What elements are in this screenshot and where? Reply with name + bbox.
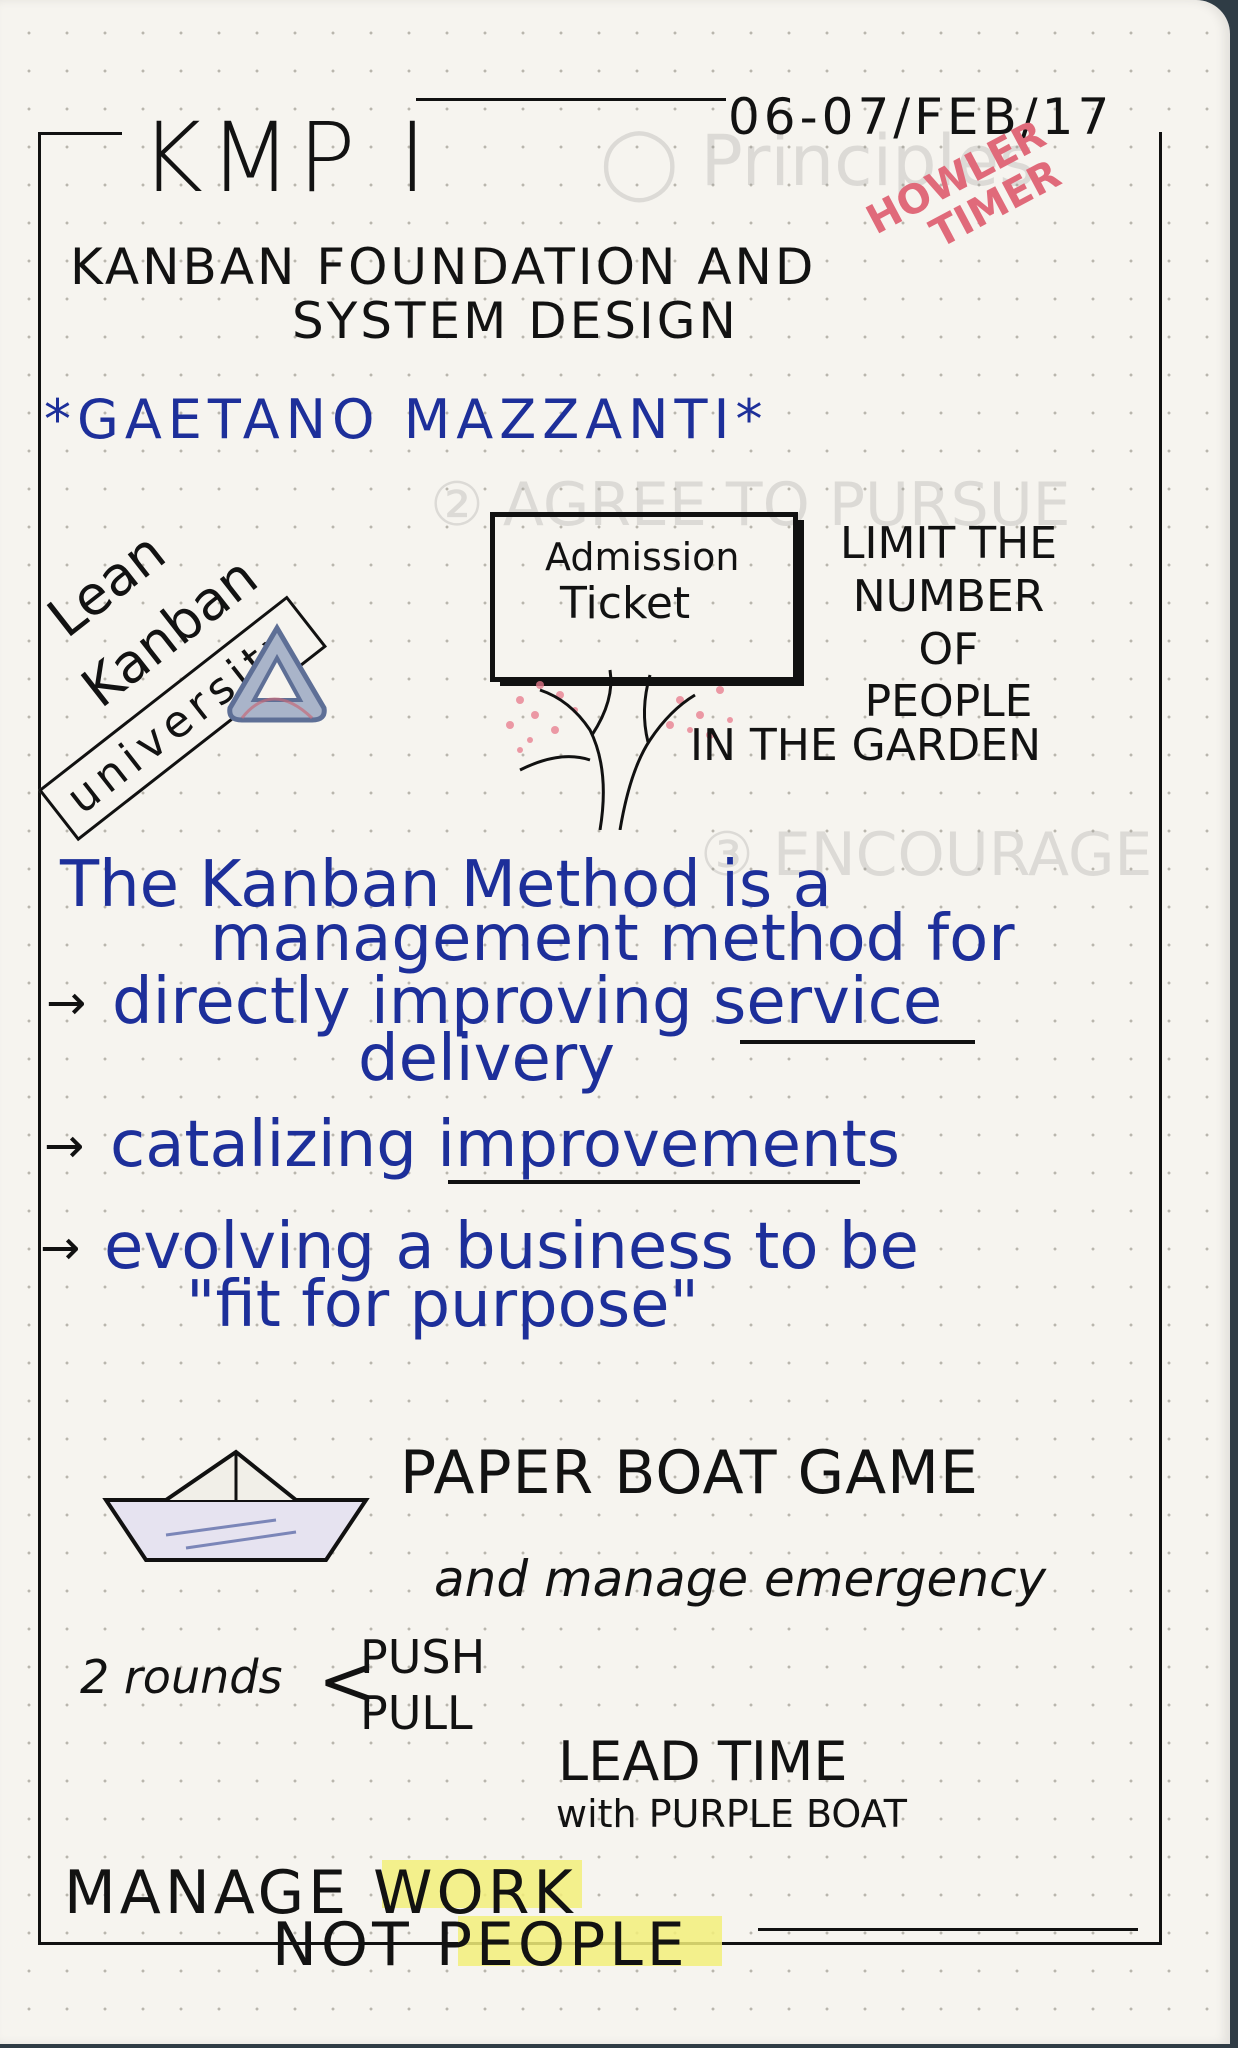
footer-rule <box>758 1928 1138 1931</box>
ticket-line2: Ticket <box>560 578 691 629</box>
limit-line4: PEOPLE <box>864 676 1033 728</box>
speaker-name: *GAETANO MAZZANTI* <box>44 388 769 451</box>
footer-line1: MANAGE WORK <box>64 1858 577 1928</box>
bleed-through-text: ◯ Principles <box>600 120 1036 202</box>
course-title-line1: KANBAN FOUNDATION AND <box>70 238 817 296</box>
limit-line1: LIMIT THE <box>840 518 1058 569</box>
brace-icon: < <box>318 1640 377 1722</box>
push-label: PUSH <box>360 1630 486 1684</box>
definition-line1: The Kanban Method is a <box>60 848 832 922</box>
bullet-3-text: evolving a business to be <box>104 1210 919 1284</box>
paper-boat-icon <box>102 1449 370 1562</box>
lead-time-label: LEAD TIME <box>558 1730 848 1793</box>
bullet-arrow-icon: → <box>46 975 87 1031</box>
highlight-work <box>382 1860 582 1908</box>
rounds-label: 2 rounds <box>80 1650 283 1704</box>
purple-boat-label: with PURPLE BOAT <box>556 1792 907 1836</box>
limit-line3: OF <box>918 623 979 675</box>
highlight-people <box>458 1916 722 1966</box>
frame-top-line <box>416 98 726 101</box>
bleed-through-text: ② AGREE TO PURSUE <box>430 470 1071 540</box>
course-title-line2: SYSTEM DESIGN <box>292 292 739 350</box>
pull-label: PULL <box>360 1686 473 1740</box>
improvements-underline <box>448 1180 860 1184</box>
bullet-arrow-icon: → <box>44 1118 85 1174</box>
page-title: KMP I <box>140 102 433 214</box>
limit-line2: NUMBER <box>852 570 1045 622</box>
boat-game-subtitle: and manage emergency <box>434 1550 1047 1608</box>
bleed-through-text: ③ ENCOURAGE <box>700 820 1153 890</box>
lku-triangle-logo-icon <box>227 623 327 723</box>
limit-note: LIMIT THE NUMBER OF PEOPLE <box>840 518 1057 729</box>
admission-ticket-box <box>490 512 798 682</box>
bullet-1-text: directly improving service <box>112 965 943 1039</box>
definition-line2: management method for <box>210 902 1015 976</box>
date-label: 06-07/FEB/17 <box>728 88 1114 146</box>
bullet-3-continuation: "fit for purpose" <box>186 1268 699 1342</box>
ticket-line1: Admission <box>545 535 740 579</box>
service-underline <box>740 1040 975 1044</box>
limit-line5: IN THE GARDEN <box>690 720 1041 771</box>
bullet-1-continuation: delivery <box>358 1022 615 1096</box>
frame-top-line <box>38 132 122 135</box>
bullet-2-text: catalizing improvements <box>110 1108 900 1182</box>
tree-icon <box>506 669 733 830</box>
footer-line2: NOT PEOPLE <box>272 1910 689 1980</box>
bullet-arrow-icon: → <box>40 1220 81 1276</box>
boat-game-title: PAPER BOAT GAME <box>400 1438 979 1508</box>
